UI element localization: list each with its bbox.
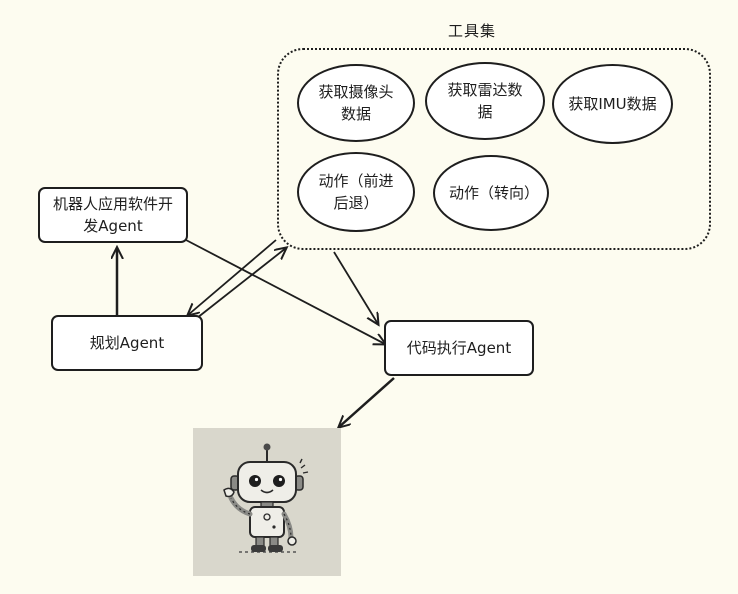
plan-agent-node: 规划Agent — [51, 315, 203, 371]
tool-radar: 获取雷达数据 — [425, 62, 545, 140]
exec-agent-node: 代码执行Agent — [384, 320, 534, 376]
edge-toolset-to-exec — [333, 251, 378, 324]
robot-icon — [223, 443, 309, 553]
tool-turn: 动作（转向） — [433, 155, 549, 231]
toolset-container — [277, 48, 711, 250]
tool-camera: 获取摄像头数据 — [297, 64, 415, 142]
edge-plan-to-toolset — [196, 248, 286, 319]
toolset-title: 工具集 — [448, 22, 497, 40]
edge-exec-to-robot — [339, 377, 395, 427]
edge-dev-to-exec — [185, 239, 385, 344]
tool-move-forward-back: 动作（前进后退） — [297, 152, 415, 232]
edge-toolset-to-plan — [188, 239, 277, 315]
tool-imu: 获取IMU数据 — [552, 64, 673, 144]
dev-agent-node: 机器人应用软件开发Agent — [38, 187, 188, 243]
robot-image — [193, 428, 341, 576]
